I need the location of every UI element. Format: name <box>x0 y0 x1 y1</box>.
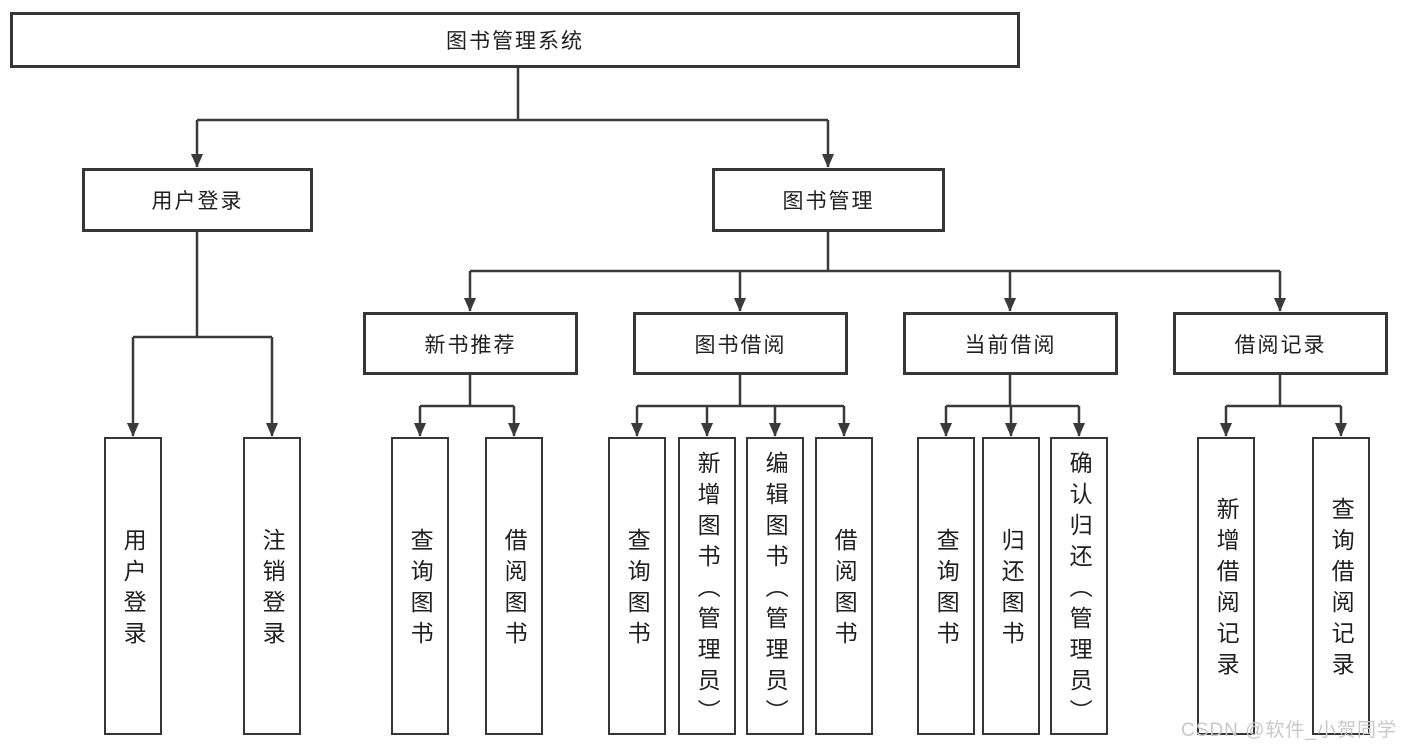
node-label: 图书借阅 <box>694 333 787 357</box>
node-book-management: 图书管理 <box>712 168 945 232</box>
node-label: 新增借阅记录 <box>1213 497 1240 683</box>
edge-borrowing-records-children <box>1219 375 1348 437</box>
leaf-add-borrow-record: 新增借阅记录 <box>1197 437 1255 735</box>
leaf-edit-book-admin: 编辑图书（管理员） <box>746 437 804 735</box>
csdn-watermark: CSDN @软件_小贺同学 <box>1181 720 1397 741</box>
node-label: 编辑图书（管理员） <box>762 450 789 730</box>
node-label: 用户登录 <box>151 190 244 213</box>
node-label: 借阅图书 <box>501 528 528 652</box>
leaf-query-books-borrowing: 查询图书 <box>608 437 666 735</box>
node-label: 图书管理系统 <box>446 30 584 53</box>
edge-user-login-children <box>126 232 279 437</box>
node-label: 图书管理 <box>782 190 875 213</box>
leaf-logout: 注销登录 <box>243 437 301 735</box>
node-new-book-recommendation: 新书推荐 <box>363 312 578 375</box>
edge-current-borrowing-children <box>939 375 1086 437</box>
node-label: 注销登录 <box>259 528 286 652</box>
leaf-query-books-recommend: 查询图书 <box>391 437 449 735</box>
node-label: 确认归还（管理员） <box>1066 450 1093 730</box>
node-current-borrowing: 当前借阅 <box>903 312 1118 375</box>
leaf-return-books: 归还图书 <box>982 437 1040 735</box>
leaf-add-book-admin: 新增图书（管理员） <box>678 437 736 735</box>
node-label: 借阅图书 <box>831 528 858 652</box>
leaf-borrow-books-borrowing: 借阅图书 <box>815 437 873 735</box>
node-label: 用户登录 <box>120 528 147 652</box>
leaf-confirm-return-admin: 确认归还（管理员） <box>1050 437 1108 735</box>
edge-book-borrowing-children <box>630 375 851 437</box>
leaf-query-books-current: 查询图书 <box>917 437 975 735</box>
node-label: 借阅记录 <box>1234 333 1327 357</box>
leaf-borrow-books-recommend: 借阅图书 <box>485 437 543 735</box>
leaf-user-login: 用户登录 <box>104 437 162 735</box>
leaf-query-borrow-record: 查询借阅记录 <box>1312 437 1370 735</box>
node-label: 查询借阅记录 <box>1328 497 1355 683</box>
node-label: 新书推荐 <box>424 333 517 357</box>
edge-new-book-recommendation-children <box>413 375 521 437</box>
node-user-login: 用户登录 <box>82 168 313 232</box>
node-label: 当前借阅 <box>964 333 1057 357</box>
node-label: 查询图书 <box>933 528 960 652</box>
edge-book-management-children <box>463 232 1287 312</box>
node-label: 查询图书 <box>407 528 434 652</box>
node-label: 归还图书 <box>998 528 1025 652</box>
node-label: 查询图书 <box>624 528 651 652</box>
node-book-borrowing: 图书借阅 <box>633 312 848 375</box>
node-borrowing-records: 借阅记录 <box>1173 312 1388 375</box>
node-root-library-management-system: 图书管理系统 <box>10 12 1020 68</box>
edge-root-to-level2 <box>190 68 835 168</box>
node-label: 新增图书（管理员） <box>694 450 721 730</box>
